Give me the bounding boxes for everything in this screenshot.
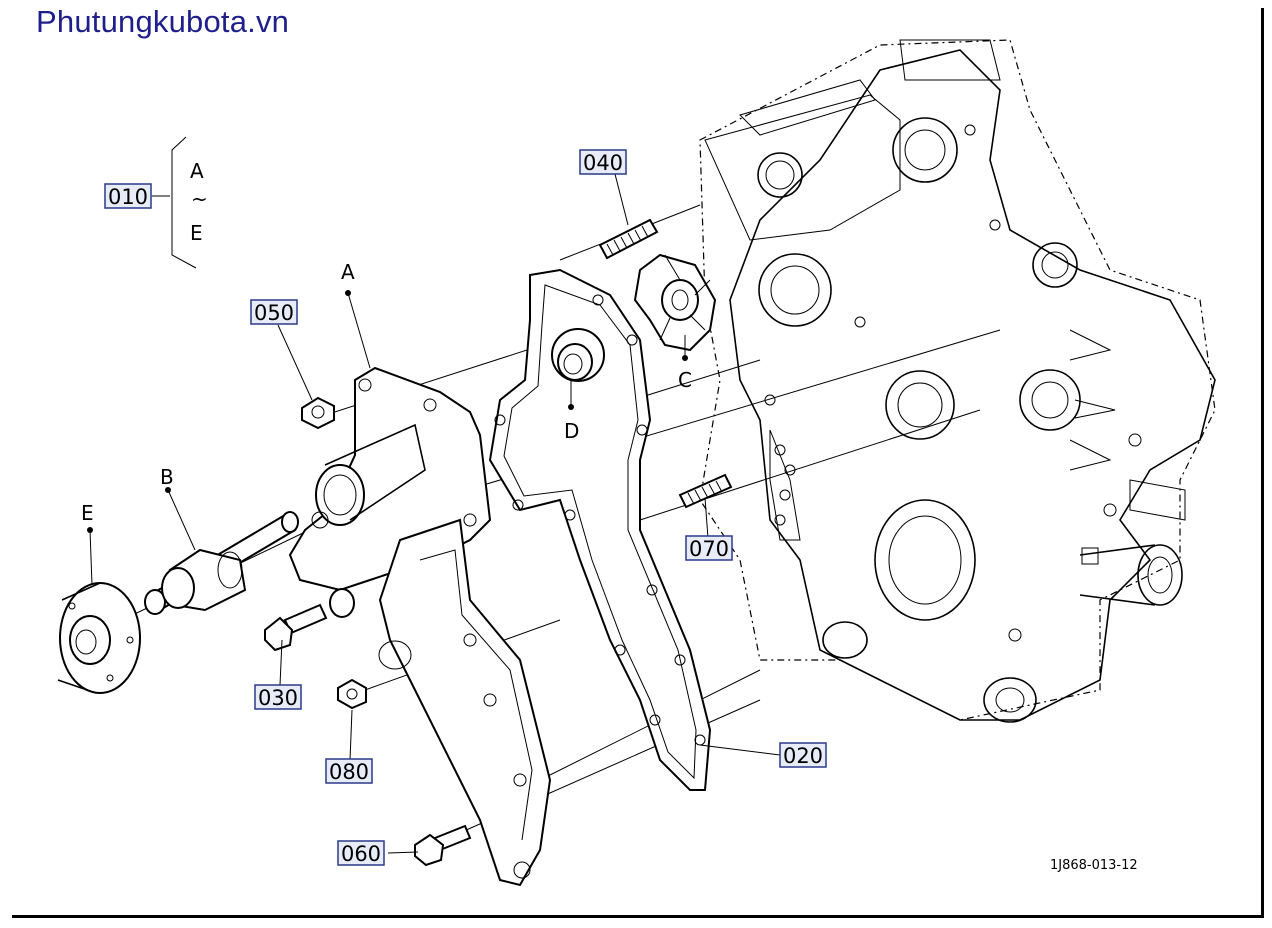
- callout-040-label: 040: [583, 151, 623, 175]
- callout-050-label: 050: [254, 301, 294, 325]
- letter-d: D: [564, 419, 579, 443]
- callout-010[interactable]: 010: [104, 183, 152, 209]
- letter-e: E: [81, 501, 94, 525]
- callout-060[interactable]: 060: [337, 840, 385, 866]
- bearing-shaft-part: [144, 511, 299, 615]
- engine-block-drawing: [699, 39, 1216, 723]
- leader-lines: [87, 136, 781, 854]
- drawing-frame: [12, 8, 1264, 918]
- impeller-part: [633, 253, 717, 352]
- stud-040-part: [598, 218, 659, 260]
- callout-010-label: 010: [108, 185, 148, 209]
- bolt-060-part: [414, 824, 472, 867]
- callout-070-label: 070: [689, 537, 729, 561]
- callout-080-label: 080: [329, 760, 369, 784]
- callout-080[interactable]: 080: [325, 758, 373, 784]
- range-start-letter: A: [190, 159, 204, 183]
- stud-070-part: [678, 473, 733, 509]
- callout-040[interactable]: 040: [579, 149, 627, 175]
- letter-c: C: [678, 368, 692, 392]
- watermark-text: Phutungkubota.vn: [36, 4, 290, 39]
- range-end-letter: E: [190, 221, 203, 245]
- pulley-flange-part: [57, 582, 141, 694]
- callout-030[interactable]: 030: [254, 684, 302, 710]
- range-tilde: ~: [191, 187, 208, 211]
- callout-050[interactable]: 050: [250, 299, 298, 325]
- bolt-030-part: [264, 603, 328, 652]
- callout-070[interactable]: 070: [685, 535, 733, 561]
- figure-code: 1J868-013-12: [1050, 858, 1138, 873]
- gasket-part: [488, 268, 712, 791]
- seal-part: [551, 328, 605, 382]
- callout-030-label: 030: [258, 686, 298, 710]
- callout-020-label: 020: [783, 744, 823, 768]
- callout-020[interactable]: 020: [779, 742, 827, 768]
- callout-060-label: 060: [341, 842, 381, 866]
- letter-a: A: [341, 260, 355, 284]
- water-pump-housing-part: [288, 366, 552, 887]
- letter-b: B: [160, 465, 174, 489]
- nut-050-part: [301, 396, 335, 430]
- nut-080-part: [337, 678, 367, 710]
